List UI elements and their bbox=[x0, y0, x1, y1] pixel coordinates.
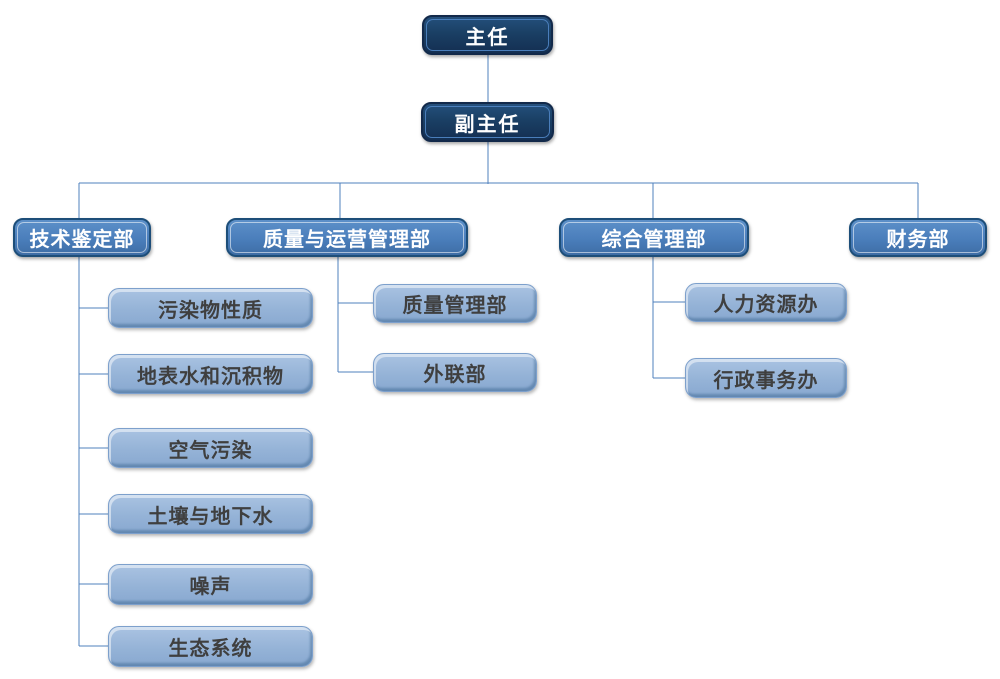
node-pollutant-properties[interactable]: 污染物性质 bbox=[108, 288, 313, 328]
node-hr-office-label: 人力资源办 bbox=[713, 294, 819, 316]
node-quality-management-dept[interactable]: 质量管理部 bbox=[373, 284, 537, 323]
node-ecosystem[interactable]: 生态系统 bbox=[108, 626, 313, 667]
node-deputy-director-label: 副主任 bbox=[454, 113, 521, 136]
node-air-pollution[interactable]: 空气污染 bbox=[108, 428, 313, 468]
node-admin-affairs-office-label: 行政事务办 bbox=[713, 369, 819, 392]
node-noise[interactable]: 噪声 bbox=[108, 564, 313, 605]
node-deputy-director[interactable]: 副主任 bbox=[421, 102, 554, 142]
node-surface-water-sediment[interactable]: 地表水和沉积物 bbox=[108, 354, 313, 394]
node-general-management-dept-label: 综合管理部 bbox=[601, 229, 707, 251]
node-finance-dept-label: 财务部 bbox=[886, 229, 950, 251]
node-soil-groundwater-label: 土壤与地下水 bbox=[147, 505, 274, 528]
node-external-relations-dept[interactable]: 外联部 bbox=[373, 353, 537, 392]
node-general-management-dept[interactable]: 综合管理部 bbox=[559, 218, 749, 257]
node-technical-appraisal-dept-label: 技术鉴定部 bbox=[29, 229, 135, 251]
node-technical-appraisal-dept[interactable]: 技术鉴定部 bbox=[13, 218, 151, 257]
node-quality-management-dept-label: 质量管理部 bbox=[402, 295, 508, 317]
node-ecosystem-label: 生态系统 bbox=[168, 638, 253, 660]
node-pollutant-properties-label: 污染物性质 bbox=[158, 299, 263, 322]
node-external-relations-dept-label: 外联部 bbox=[423, 364, 487, 386]
node-director-label: 主任 bbox=[465, 26, 510, 49]
node-air-pollution-label: 空气污染 bbox=[168, 439, 253, 462]
node-surface-water-sediment-label: 地表水和沉积物 bbox=[137, 365, 284, 388]
node-hr-office[interactable]: 人力资源办 bbox=[685, 283, 847, 322]
node-finance-dept[interactable]: 财务部 bbox=[849, 218, 987, 257]
node-quality-operations-dept-label: 质量与运营管理部 bbox=[263, 229, 431, 251]
node-quality-operations-dept[interactable]: 质量与运营管理部 bbox=[226, 218, 468, 257]
node-admin-affairs-office[interactable]: 行政事务办 bbox=[685, 358, 847, 398]
node-soil-groundwater[interactable]: 土壤与地下水 bbox=[108, 494, 313, 534]
node-director[interactable]: 主任 bbox=[422, 15, 553, 55]
node-noise-label: 噪声 bbox=[189, 576, 232, 598]
